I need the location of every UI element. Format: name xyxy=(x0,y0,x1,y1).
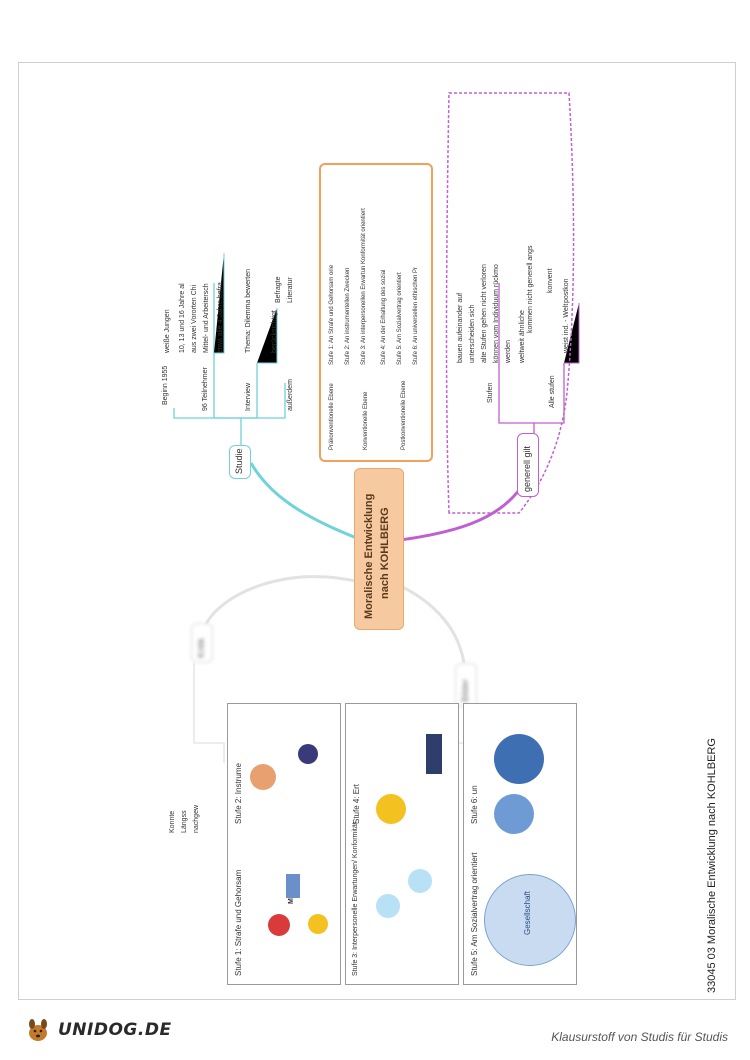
branch-bilder xyxy=(393,581,466,664)
studie-befragte: Befragte xyxy=(275,276,282,303)
generell-item-6: weltweit ähnliche xyxy=(519,310,526,363)
branch-generell xyxy=(393,482,526,543)
generell-outline xyxy=(445,92,575,514)
generell-item-3: alte Stufen gehen nicht verloren xyxy=(481,264,488,363)
stufe3-title: Stufe 3: Interpersonelle Erwartungen/ Ko… xyxy=(352,822,359,976)
adult-figure-icon xyxy=(298,744,318,764)
studie-beruecksichtigt: berücksichtigt xyxy=(271,310,278,353)
arrow-up-shape xyxy=(286,874,300,898)
globe-icon-2 xyxy=(494,794,534,834)
yellow-group-shape xyxy=(376,794,406,824)
level-praekonventionell: Präkonventionelle Ebene xyxy=(329,383,335,450)
peer-group-shape xyxy=(376,894,400,918)
generell-weist: weist ind. - Welt xyxy=(563,303,570,353)
generell-item-1: bauen aufeinander auf xyxy=(457,292,464,363)
kritik-node[interactable]: Kritik xyxy=(191,623,213,663)
studie-ausserdem: außerdem xyxy=(287,379,294,411)
panel-stufe1-2: Stufe 1: Strafe und Gehorsam Stufe 2: In… xyxy=(227,703,341,985)
studie-item-5: etwa alle 4 Jahre befra xyxy=(217,282,224,353)
generell-konvent: konvent xyxy=(547,268,554,293)
document-id: 33045 03 Moralische Entwicklung nach KOH… xyxy=(706,738,718,993)
central-topic-line1: Moralische Entwicklung xyxy=(363,493,375,619)
stufe1-title: Stufe 1: Strafe und Gehorsam xyxy=(234,869,243,976)
panel-stufe5-6: Stufe 5: Am Sozialvertrag orientiert Stu… xyxy=(463,703,577,985)
stufe-row-2: Stufe 2: An instrumentellen Zwecken xyxy=(345,267,351,365)
stufe4-title: Stufe 4: Ert xyxy=(352,783,361,824)
document-id-text: 33045 03 Moralische Entwicklung nach KOH… xyxy=(706,738,718,993)
stufe-row-1: Stufe 1: An Strafe und Gehorsam orie xyxy=(329,264,335,365)
kritik-label: Kritik xyxy=(196,638,206,658)
generell-postkonv: postkon xyxy=(563,278,570,303)
gesellschaft-circle: Gesellschaft xyxy=(484,874,576,966)
generell-stufen: Stufen xyxy=(487,382,494,403)
stufe6-title: Stufe 6: un xyxy=(470,785,479,824)
gesellschaft-label: Gesellschaft xyxy=(523,890,532,935)
studie-item-1: weiße Jungen xyxy=(164,309,171,353)
studie-interview: Interview xyxy=(245,382,252,411)
red-circle-shape xyxy=(268,914,290,936)
level-postkonventionell: Postkonventionelle Ebene xyxy=(401,380,407,450)
stufe2-title: Stufe 2: Instrume xyxy=(234,763,243,824)
police-figure-icon xyxy=(426,734,442,774)
kritik-item-2: Längss xyxy=(181,810,188,833)
stufe-row-6: Stufe 6: An universellen ethischen Pr xyxy=(413,266,419,365)
generell-item-5: werden xyxy=(505,340,512,363)
panel-stufe3-4: Stufe 3: Interpersonelle Erwartungen/ Ko… xyxy=(345,703,459,985)
studie-item-2: 10, 13 und 16 Jahre al xyxy=(179,283,186,353)
mindmap-sheet: Moralische Entwicklung nach KOHLBERG Stu… xyxy=(18,62,736,1000)
branch-studie xyxy=(249,462,365,543)
brand-name: UNIDOG.DE xyxy=(58,1020,172,1040)
level-konventionell: Konventionelle Ebene xyxy=(363,391,369,450)
central-topic-line2: nach KOHLBERG xyxy=(379,507,391,599)
stufe-row-4: Stufe 4: An der Erhaltung des sozial xyxy=(381,269,387,365)
studie-teilnehmer: 96 Teilnehmer xyxy=(202,367,209,411)
mindmap-canvas xyxy=(173,92,580,763)
brand-logo[interactable]: UNIDOG.DE xyxy=(24,1016,172,1044)
stufe-row-5: Stufe 5: Am Sozialvertrag orientiert xyxy=(397,272,403,365)
peer-group-shape-2 xyxy=(408,869,432,893)
studie-node[interactable]: Studie xyxy=(229,445,251,479)
child-figure-icon xyxy=(250,764,276,790)
bilder-label: Bilder xyxy=(460,678,470,702)
generell-alle-stufen: Alle stufen xyxy=(549,375,556,408)
stufe5-title: Stufe 5: Am Sozialvertrag orientiert xyxy=(470,852,479,976)
bilder-node[interactable]: Bilder xyxy=(455,663,477,707)
studie-beginn: Beginn 1955 xyxy=(162,365,169,405)
generell-kommen: kommen nicht generell angs xyxy=(527,245,534,333)
stufen-table: Präkonventionelle Ebene Konventionelle E… xyxy=(319,163,433,462)
yellow-circle-shape xyxy=(308,914,328,934)
stufe-row-3: Stufe 3: An interpersonellen Erwartun Ko… xyxy=(361,208,367,365)
studie-label: Studie xyxy=(234,448,244,474)
branch-kritik xyxy=(202,575,365,629)
globe-icon xyxy=(494,734,544,784)
generell-label: generell gilt xyxy=(522,445,532,492)
generell-item-2: unterscheiden sich xyxy=(469,304,476,363)
dog-logo-icon xyxy=(29,1019,47,1041)
kritik-item-1: Konnte xyxy=(169,810,176,833)
generell-node[interactable]: generell gilt xyxy=(517,433,539,497)
studie-item-4: Mittel- und Arbeitersch xyxy=(203,283,210,353)
kritik-item-3: nachgew xyxy=(193,804,200,833)
generell-item-4: können vom Individuum rückmo xyxy=(493,264,500,363)
studie-thema: Thema: Dilemma bewerten xyxy=(245,268,252,353)
central-topic[interactable]: Moralische Entwicklung nach KOHLBERG xyxy=(354,468,404,630)
studie-item-3: aus zwei Vororten Chi xyxy=(191,284,198,353)
studie-literatur: Literatur xyxy=(287,277,294,303)
tagline: Klausurstoff von Studis für Studis xyxy=(551,1030,728,1044)
